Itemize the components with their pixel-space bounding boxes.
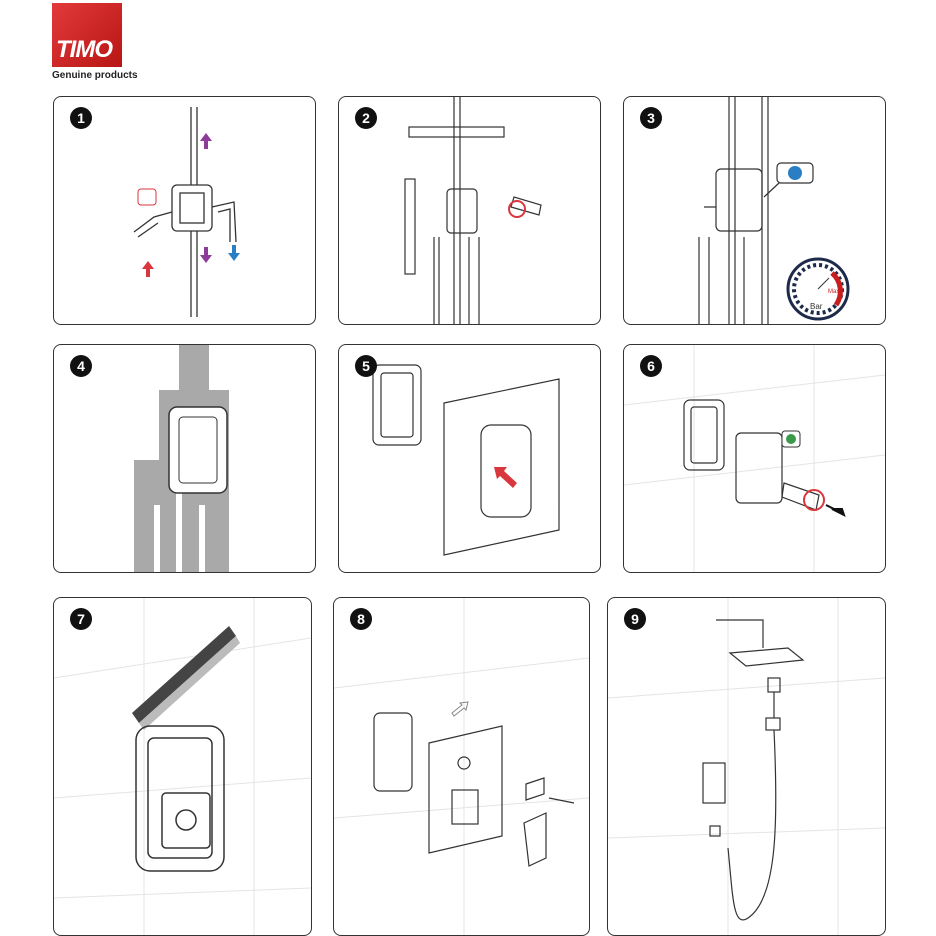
step-6-panel: 6: [623, 344, 886, 573]
step-2-panel: 2: [338, 96, 601, 325]
step-4-panel: 4: [53, 344, 316, 573]
step-8-panel: 8: [333, 597, 590, 936]
complete-shower-set-illustration: [608, 598, 885, 935]
step-1-panel: 1: [53, 96, 316, 325]
step-9-panel: 9: [607, 597, 886, 936]
trim-cutting-illustration: [54, 598, 311, 935]
step-number: 9: [624, 608, 646, 630]
pressure-test-illustration: Max Bar: [698, 97, 850, 324]
step-number: 3: [640, 107, 662, 129]
step-number: 2: [355, 107, 377, 129]
step-number: 5: [355, 355, 377, 377]
step-number: 8: [350, 608, 372, 630]
step-number: 6: [640, 355, 662, 377]
step-number: 4: [70, 355, 92, 377]
mixer-connections-illustration: [133, 107, 240, 317]
pressure-gauge: Max Bar: [786, 257, 850, 321]
mounting-illustration: [404, 97, 542, 324]
wall-embed-illustration: [134, 345, 229, 572]
step-number: 1: [70, 107, 92, 129]
gauge-max-label: Max: [828, 289, 839, 295]
template-plate-illustration: [372, 364, 560, 556]
step-7-panel: 7: [53, 597, 312, 936]
step-number: 7: [70, 608, 92, 630]
cover-plate-illustration: [334, 598, 589, 935]
timo-logo: TIMO: [52, 3, 122, 67]
step-5-panel: 5: [338, 344, 601, 573]
logo-text: TIMO: [56, 36, 113, 63]
remove-cap-illustration: [624, 345, 885, 572]
gauge-unit: Bar: [810, 302, 823, 311]
step-3-panel: Max Bar 3: [623, 96, 886, 325]
tagline: Genuine products: [52, 70, 138, 81]
